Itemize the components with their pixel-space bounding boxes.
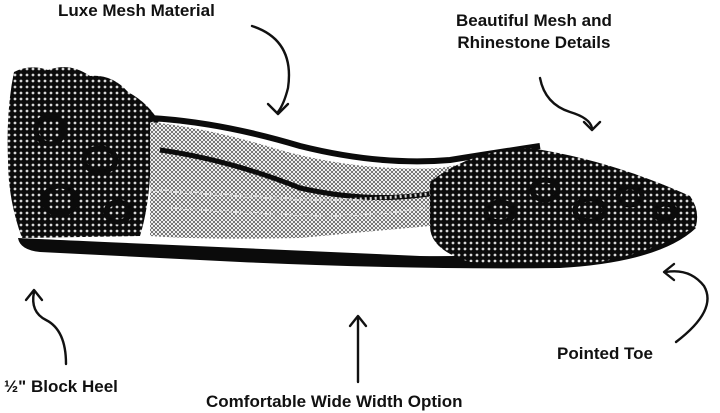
curved-arrow-icon <box>538 76 594 130</box>
curved-arrow-icon <box>250 24 291 114</box>
callout-pointed-toe: Pointed Toe <box>557 344 654 363</box>
rhinestone-trim <box>149 186 471 202</box>
heel-counter <box>7 67 160 238</box>
callout-mesh-material: Luxe Mesh Material <box>58 1 215 20</box>
curved-arrow-icon <box>32 290 68 366</box>
callout-block-heel: ½" Block Heel <box>4 377 118 396</box>
toe-vamp <box>430 148 698 264</box>
curved-arrow-icon <box>664 270 709 344</box>
callout-details-line2: Rhinestone Details <box>457 33 611 52</box>
callout-wide-width: Comfortable Wide Width Option <box>206 392 463 411</box>
callout-details: Beautiful Mesh and Rhinestone Details <box>456 10 612 54</box>
callout-details-line1: Beautiful Mesh and <box>456 11 612 30</box>
